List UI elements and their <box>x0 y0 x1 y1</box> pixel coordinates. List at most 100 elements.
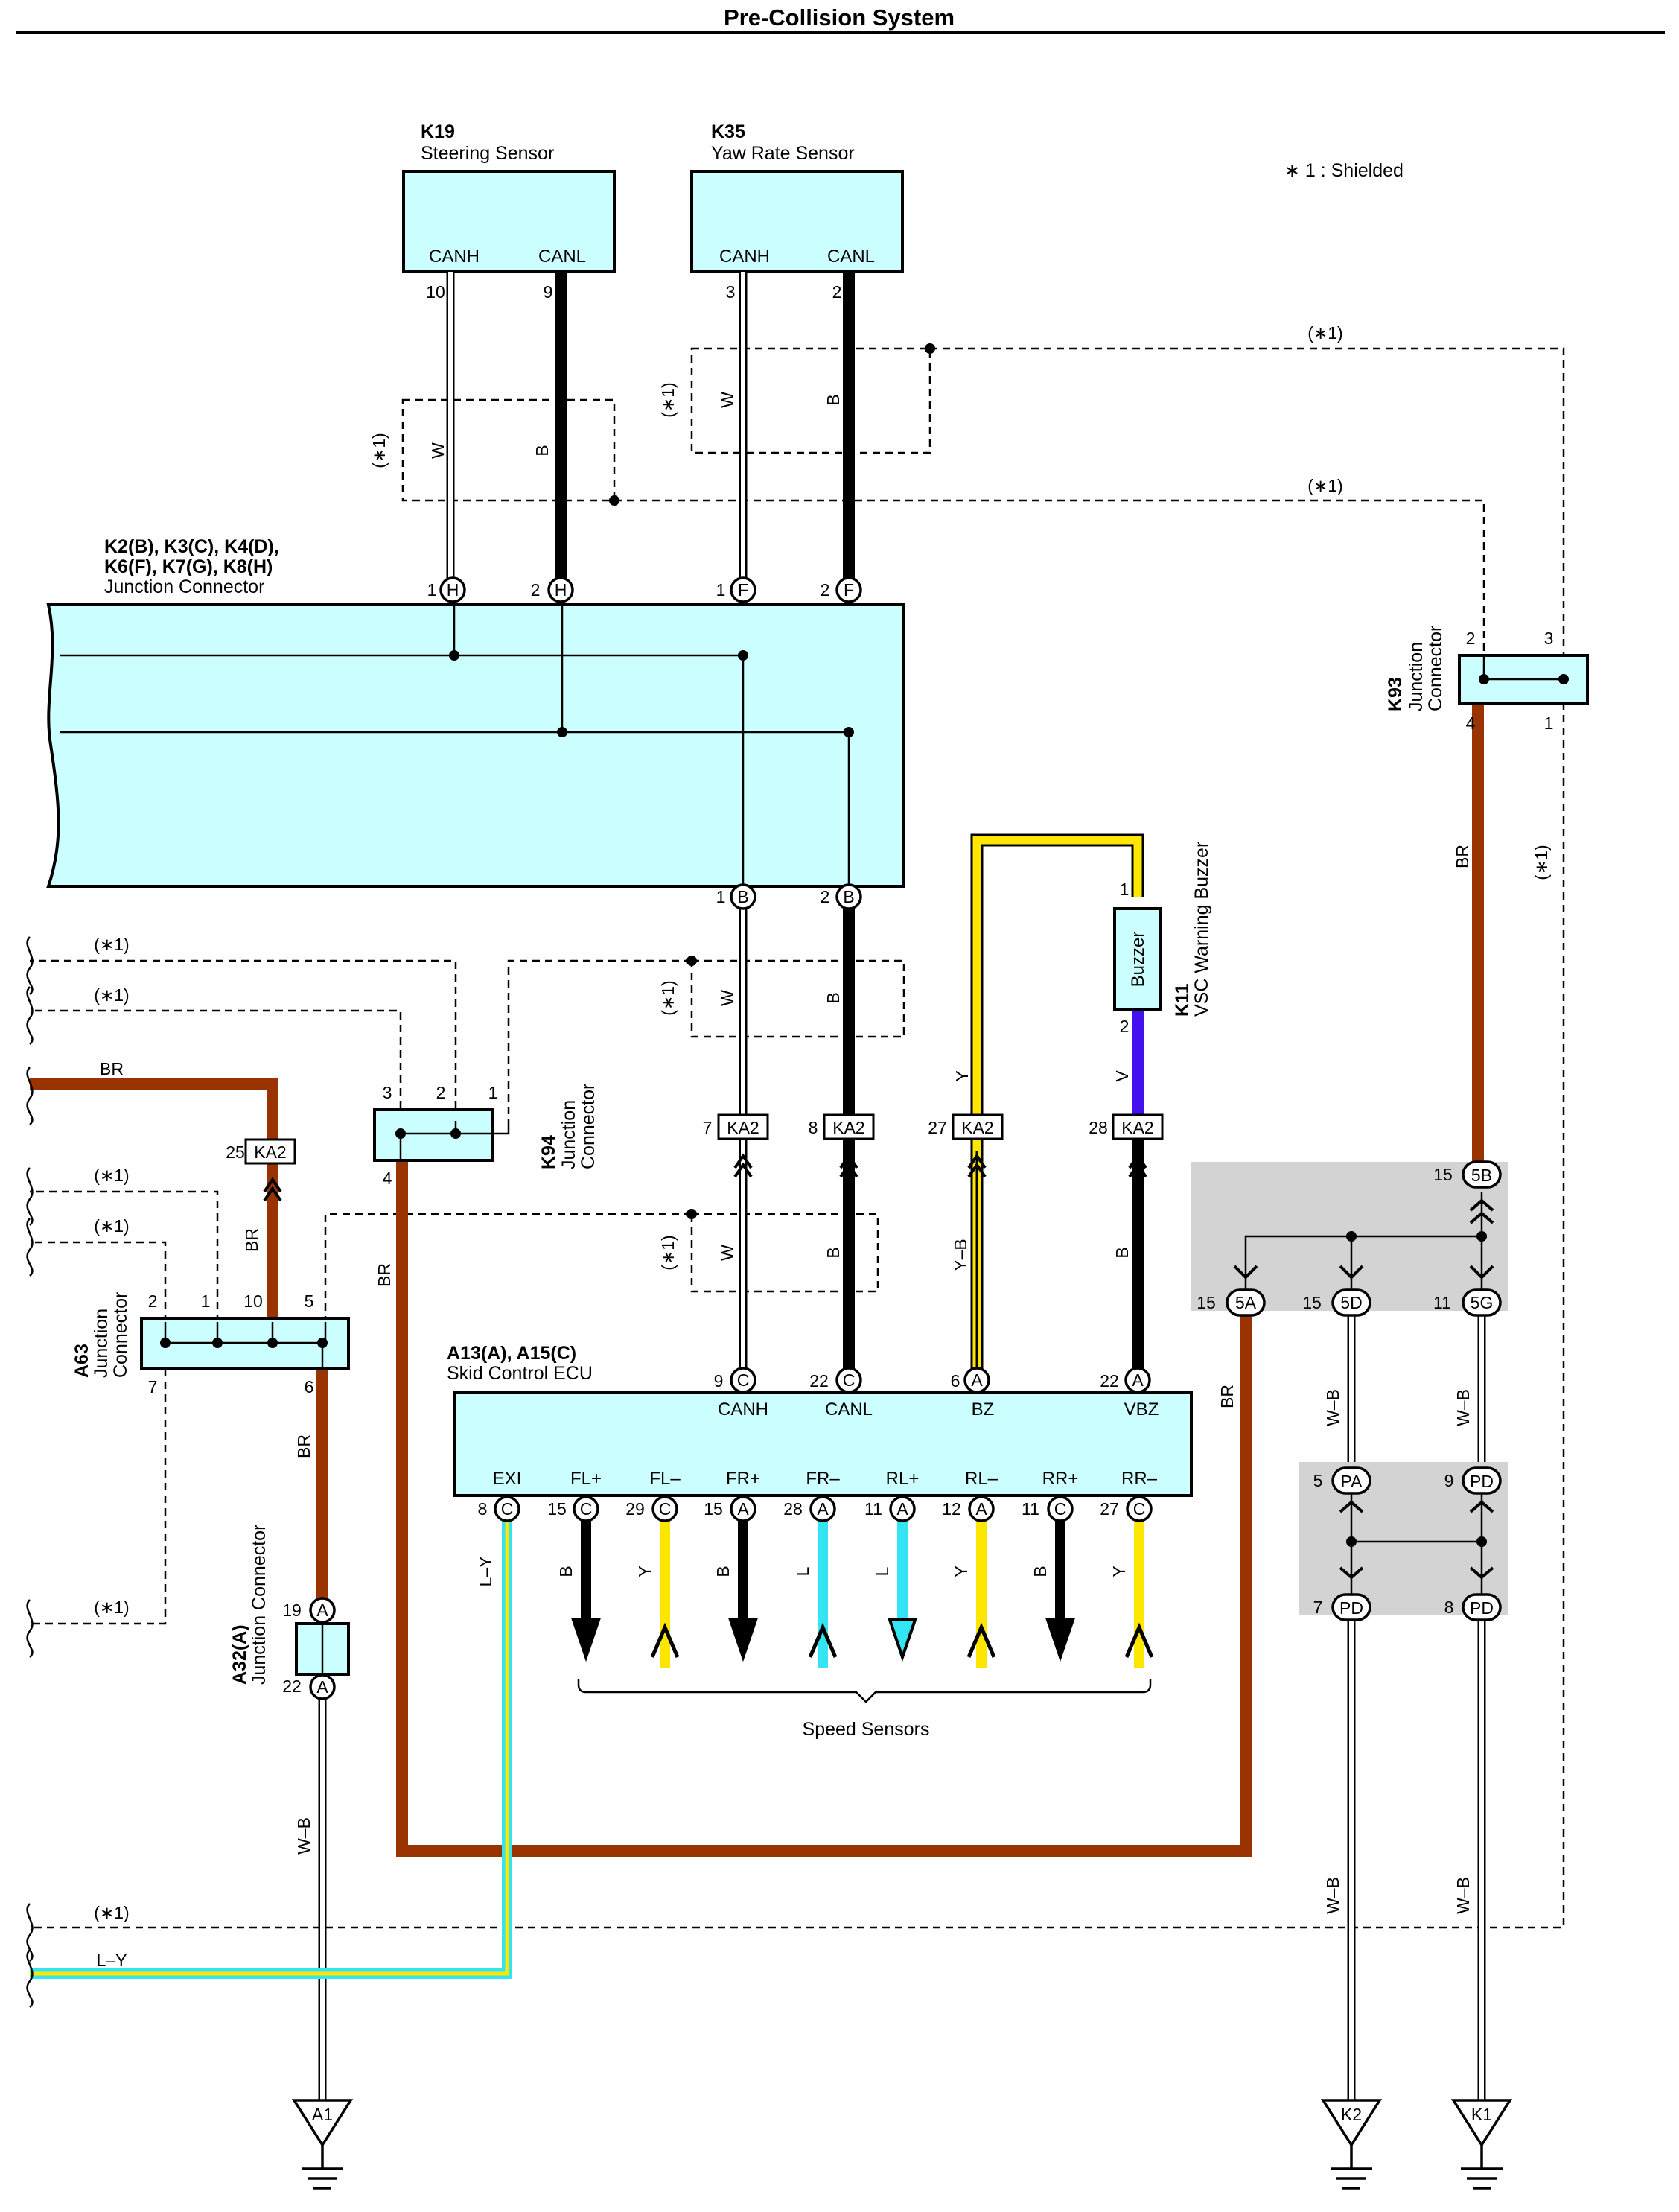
svg-text:1: 1 <box>427 580 437 600</box>
svg-text:B: B <box>1030 1566 1050 1577</box>
svg-text:FL–: FL– <box>649 1469 681 1489</box>
svg-text:1: 1 <box>1544 714 1554 733</box>
svg-text:25: 25 <box>226 1142 245 1162</box>
shield-marker: (∗1) <box>369 433 389 468</box>
svg-text:2: 2 <box>436 1083 446 1102</box>
svg-text:L–Y: L–Y <box>476 1557 495 1587</box>
svg-text:A: A <box>1132 1370 1144 1390</box>
ecu-id: A13(A), A15(C) <box>447 1343 576 1364</box>
svg-text:BR: BR <box>1217 1385 1237 1408</box>
svg-text:29: 29 <box>625 1499 645 1519</box>
svg-text:Y: Y <box>635 1566 654 1577</box>
shield-box-k19 <box>401 398 616 502</box>
svg-text:B: B <box>737 887 748 906</box>
svg-text:F: F <box>844 580 854 600</box>
k2-bottom-pins: 1 B 2 B <box>716 883 862 910</box>
k19-id: K19 <box>421 121 455 142</box>
svg-text:V: V <box>1112 1070 1132 1082</box>
shield-box-ka2-lower <box>690 1213 879 1293</box>
wire-color-labels: W B W B W B Y V W B Y–B B BR BR BR BR BR… <box>97 392 1473 1970</box>
svg-text:Y: Y <box>952 1566 971 1577</box>
diagram-title: Pre-Collision System <box>724 4 955 31</box>
svg-text:1: 1 <box>1120 880 1130 899</box>
svg-text:11: 11 <box>1433 1293 1451 1312</box>
svg-text:2: 2 <box>1466 629 1476 648</box>
buzzer-label: Buzzer <box>1128 932 1148 988</box>
svg-text:Y–B: Y–B <box>951 1239 970 1271</box>
k94-id: K94 <box>538 1135 559 1169</box>
svg-text:5G: 5G <box>1471 1293 1494 1312</box>
svg-text:1: 1 <box>488 1083 498 1102</box>
svg-text:15: 15 <box>1197 1293 1216 1312</box>
shield-marker: (∗1) <box>1307 476 1342 495</box>
svg-text:L: L <box>793 1566 812 1576</box>
svg-text:B: B <box>532 445 552 456</box>
svg-text:BR: BR <box>294 1434 313 1458</box>
svg-text:W: W <box>718 1245 737 1261</box>
shield-box-k35 <box>690 347 931 454</box>
shield-marker: (∗1) <box>94 1598 129 1617</box>
k94-junction-connector: 3 2 1 4 K94 Junction Connector <box>373 1083 599 1188</box>
k2-top-pins: 1 H 2 H 1 F 2 F <box>427 576 862 603</box>
svg-text:FR+: FR+ <box>726 1469 760 1489</box>
svg-text:27: 27 <box>1100 1499 1119 1519</box>
svg-text:W: W <box>428 442 447 459</box>
svg-text:Y: Y <box>952 1070 972 1081</box>
svg-text:A: A <box>316 1677 328 1697</box>
svg-text:BR: BR <box>1453 845 1472 868</box>
a63-name-2: Connector <box>110 1292 131 1378</box>
k35-box <box>690 170 904 273</box>
ground-k2: K2 <box>1320 2099 1383 2190</box>
svg-text:KA2: KA2 <box>832 1118 864 1137</box>
svg-text:5: 5 <box>305 1291 314 1311</box>
svg-text:1: 1 <box>201 1291 211 1311</box>
shield-marker: (∗1) <box>658 980 678 1015</box>
svg-text:1: 1 <box>716 887 726 906</box>
k19-steering-sensor: K19 Steering Sensor CANH CANL 10 9 <box>402 121 616 302</box>
svg-text:1: 1 <box>716 580 726 600</box>
svg-text:5D: 5D <box>1340 1293 1362 1312</box>
svg-text:C: C <box>1054 1499 1067 1519</box>
svg-text:B: B <box>843 887 854 906</box>
svg-text:PD: PD <box>1470 1472 1494 1491</box>
svg-text:7: 7 <box>148 1377 158 1396</box>
svg-text:BR: BR <box>375 1263 394 1287</box>
svg-text:KA2: KA2 <box>1121 1118 1153 1137</box>
svg-text:B: B <box>1112 1247 1132 1258</box>
k35-yaw-rate-sensor: K35 Yaw Rate Sensor CANH CANL 3 2 <box>690 121 904 302</box>
svg-text:A: A <box>896 1499 908 1519</box>
shield-marker: (∗1) <box>94 1166 129 1185</box>
shield-line-k35-ground <box>30 347 1565 1929</box>
k93-name-2: Connector <box>1425 626 1446 711</box>
svg-text:5: 5 <box>1313 1471 1323 1490</box>
svg-text:KA2: KA2 <box>961 1118 993 1137</box>
svg-text:FR–: FR– <box>806 1469 840 1489</box>
svg-text:10: 10 <box>243 1291 263 1311</box>
ecu-bottom-wire-labels: L–Y B Y B L L Y B Y <box>476 1557 1129 1587</box>
k35-name: Yaw Rate Sensor <box>711 143 855 164</box>
svg-text:B: B <box>823 394 843 405</box>
svg-text:W–B: W–B <box>1323 1389 1342 1426</box>
svg-text:B: B <box>556 1566 576 1577</box>
svg-text:15: 15 <box>704 1499 723 1519</box>
svg-text:5B: 5B <box>1471 1166 1492 1185</box>
svg-text:7: 7 <box>1313 1598 1323 1617</box>
k11-vsc-warning-buzzer: 1 Buzzer 2 K11 VSC Warning Buzzer <box>1113 842 1212 1036</box>
svg-text:RR–: RR– <box>1121 1469 1158 1489</box>
svg-text:BR: BR <box>100 1059 124 1078</box>
svg-text:C: C <box>659 1499 672 1519</box>
svg-text:12: 12 <box>942 1499 961 1519</box>
svg-text:19: 19 <box>282 1601 302 1620</box>
k94-name-2: Connector <box>578 1084 599 1169</box>
shield-line-k94-1 <box>507 959 692 1121</box>
svg-text:B: B <box>823 1247 843 1258</box>
wires <box>30 272 1486 2100</box>
svg-text:27: 27 <box>928 1118 947 1137</box>
shield-marker: (∗1) <box>1307 323 1342 343</box>
shield-marker: (∗1) <box>1532 845 1551 880</box>
k19-pin-9: 9 <box>544 282 553 302</box>
svg-text:EXI: EXI <box>493 1469 522 1489</box>
svg-text:2: 2 <box>821 580 830 600</box>
svg-text:C: C <box>1133 1499 1146 1519</box>
svg-text:5A: 5A <box>1235 1293 1257 1312</box>
